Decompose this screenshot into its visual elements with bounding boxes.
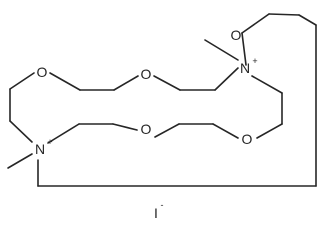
atom-label-nitrogen: N	[240, 60, 250, 76]
atom-label-oxygen: O	[37, 64, 48, 80]
bond	[49, 72, 81, 91]
bond	[154, 123, 180, 138]
counterion: I -	[154, 200, 163, 221]
bonds	[7, 13, 317, 187]
bond	[212, 123, 239, 139]
bond	[298, 14, 317, 26]
bond	[7, 153, 33, 169]
charge-label-positive: +	[47, 137, 52, 147]
bond	[241, 13, 270, 34]
bond	[9, 72, 35, 90]
molecular-structure: O N + O O O O N + I -	[7, 13, 317, 221]
bond	[214, 67, 239, 91]
atom-label-oxygen: O	[141, 66, 152, 82]
bond	[251, 75, 283, 94]
atom-labels: O N + O O O O N +	[35, 27, 258, 157]
atom-label-oxygen: O	[231, 27, 242, 43]
counterion-iodide-symbol: I	[154, 205, 158, 221]
bond	[113, 75, 139, 91]
atom-label-oxygen: O	[141, 121, 152, 137]
bond	[256, 123, 283, 139]
bond	[112, 123, 138, 131]
counterion-iodide-charge: -	[161, 200, 164, 210]
bond	[47, 123, 80, 144]
bond	[153, 75, 181, 91]
bond	[9, 120, 33, 143]
charge-label-positive: +	[252, 56, 257, 66]
atom-label-oxygen: O	[242, 131, 253, 147]
bond	[204, 39, 239, 61]
bond	[241, 32, 247, 66]
atom-label-nitrogen: N	[35, 141, 45, 157]
bond	[268, 13, 300, 16]
